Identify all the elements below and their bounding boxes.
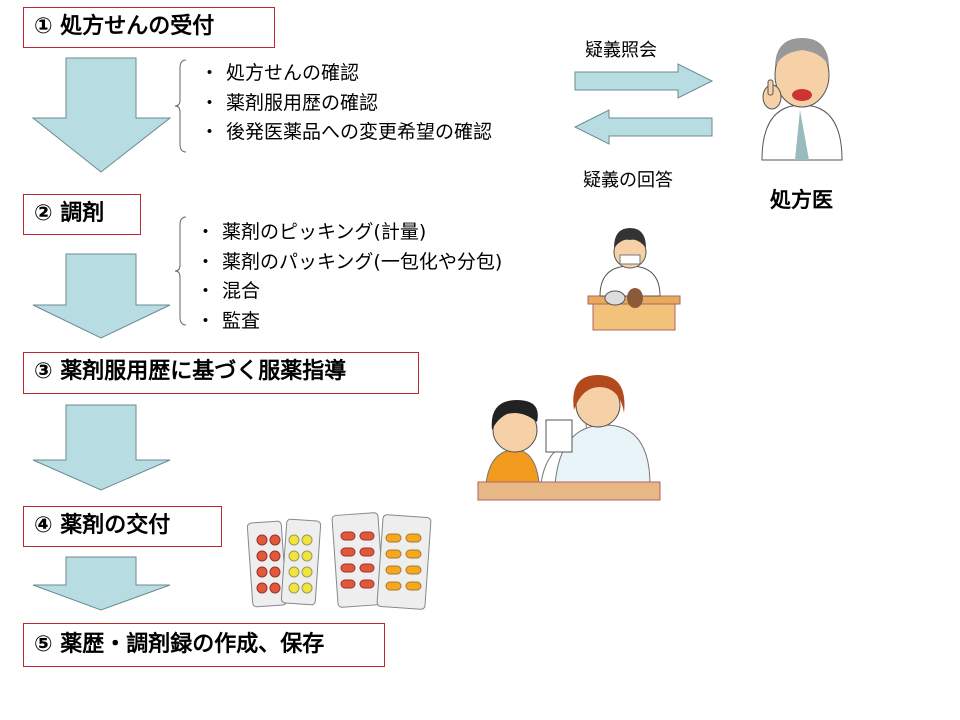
down-arrow-4 xyxy=(32,556,171,611)
left-arrow-answer xyxy=(573,109,713,145)
answer-label: 疑義の回答 xyxy=(583,170,673,191)
list-item: 混合 xyxy=(196,277,502,307)
step-2-dispensing: ② 調剤 xyxy=(23,194,141,235)
step-4-medication-delivery: ④ 薬剤の交付 xyxy=(23,506,222,547)
list-item: 薬剤のピッキング(計量) xyxy=(196,218,502,248)
medicine-packs-illustration xyxy=(246,512,432,610)
down-arrow-3 xyxy=(32,404,171,491)
step-5-records-creation: ⑤ 薬歴・調剤録の作成、保存 xyxy=(23,623,385,667)
down-arrow-1 xyxy=(31,57,172,173)
list-item: 処方せんの確認 xyxy=(200,59,492,89)
list-item: 薬剤のパッキング(一包化や分包) xyxy=(196,248,502,278)
step-3-medication-guidance: ③ 薬剤服用歴に基づく服薬指導 xyxy=(23,352,419,394)
down-arrow-2 xyxy=(32,253,171,339)
step-1-prescription-reception: ① 処方せんの受付 xyxy=(23,7,275,48)
list-item: 薬剤服用歴の確認 xyxy=(200,89,492,119)
list-item: 後発医薬品への変更希望の確認 xyxy=(200,118,492,148)
brace-2 xyxy=(174,216,187,326)
doctor-illustration xyxy=(761,38,843,161)
list-item: 監査 xyxy=(196,307,502,337)
step-1-checklist: 処方せんの確認 薬剤服用歴の確認 後発医薬品への変更希望の確認 xyxy=(200,59,492,148)
brace-1 xyxy=(174,59,187,153)
prescribing-doctor-label: 処方医 xyxy=(770,188,833,212)
inquiry-label: 疑義照会 xyxy=(585,40,657,61)
right-arrow-inquiry xyxy=(574,63,714,99)
pharmacist-illustration xyxy=(587,228,681,331)
step-2-checklist: 薬剤のピッキング(計量) 薬剤のパッキング(一包化や分包) 混合 監査 xyxy=(196,218,502,336)
consultation-illustration xyxy=(477,375,661,501)
